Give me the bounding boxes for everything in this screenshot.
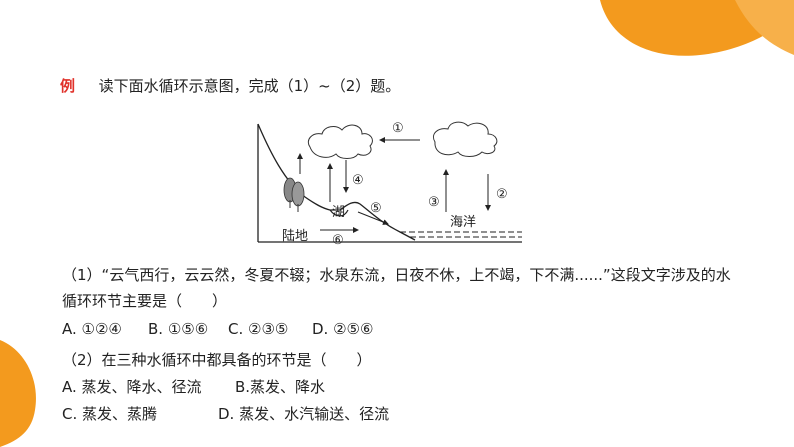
q2-option-d: D. 蒸发、水汽输送、径流 bbox=[218, 405, 390, 423]
arrow-5 bbox=[357, 211, 389, 225]
q1-option-b: B. ①⑤⑥ bbox=[148, 320, 209, 338]
marker-5: ⑤ bbox=[370, 201, 382, 216]
q2-option-c: C. 蒸发、蒸腾 bbox=[62, 405, 158, 423]
marker-1: ① bbox=[392, 121, 404, 136]
q1-option-d: D. ②⑤⑥ bbox=[312, 320, 374, 338]
water-cycle-diagram: ① ② ③ ④ ⑤ ⑥ 湖 海洋 陆地 bbox=[257, 121, 522, 248]
cloud-land bbox=[307, 124, 373, 159]
marker-6: ⑥ bbox=[332, 233, 344, 248]
marker-2: ② bbox=[496, 187, 508, 202]
question-2-stem: （2）在三种水循环中都具备的环节是（ ） bbox=[62, 351, 372, 369]
example-heading: 例 读下面水循环示意图，完成（1）~（2）题。 bbox=[60, 76, 400, 96]
marker-3: ③ bbox=[428, 195, 440, 210]
q2-option-b: B.蒸发、降水 bbox=[235, 378, 326, 396]
lake-basin bbox=[329, 209, 349, 217]
q2-option-a: A. 蒸发、降水、径流 bbox=[62, 378, 202, 396]
question-1-line-2: 循环环节主要是（ ） bbox=[62, 292, 228, 310]
label-lake: 湖 bbox=[332, 205, 345, 220]
label-ocean: 海洋 bbox=[450, 215, 476, 230]
marker-4: ④ bbox=[352, 173, 364, 188]
example-label: 例 bbox=[60, 77, 76, 95]
cloud-ocean bbox=[433, 121, 498, 157]
question-1-line-1: （1）“云气西行，云云然，冬夏不辍；水泉东流，日夜不休，上不竭，下不满.....… bbox=[62, 266, 731, 284]
trees bbox=[283, 177, 305, 212]
example-instruction: 读下面水循环示意图，完成（1）~（2）题。 bbox=[98, 77, 401, 95]
q1-option-a: A. ①②④ bbox=[62, 320, 122, 338]
q1-option-c: C. ②③⑤ bbox=[228, 320, 289, 338]
label-land: 陆地 bbox=[282, 228, 308, 244]
